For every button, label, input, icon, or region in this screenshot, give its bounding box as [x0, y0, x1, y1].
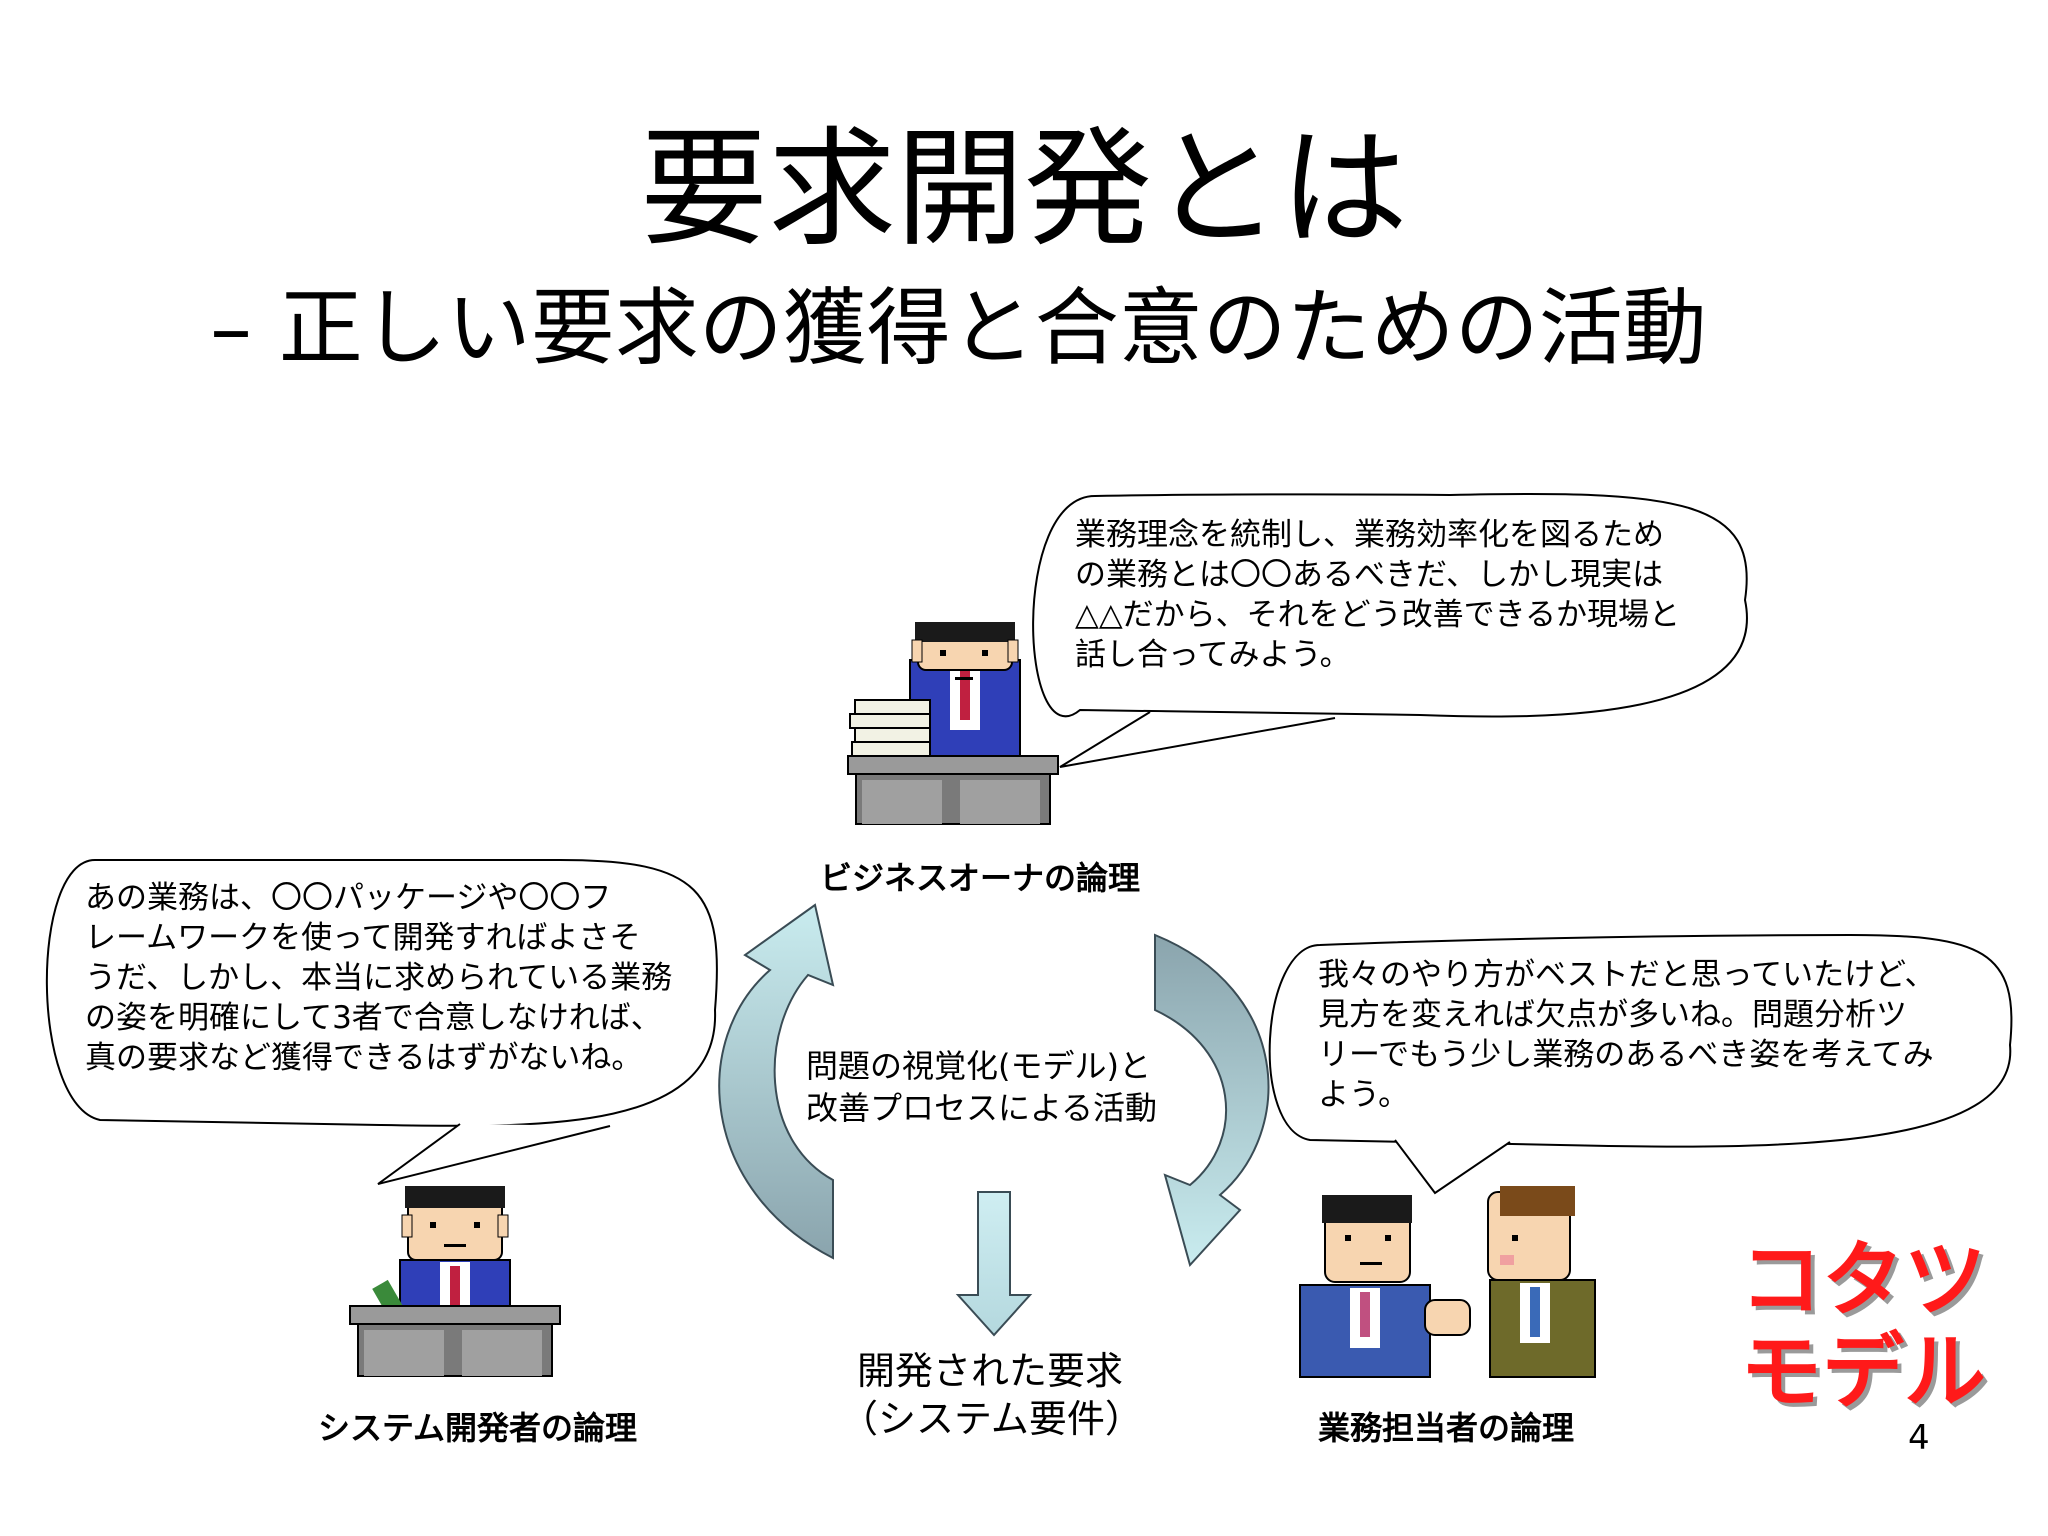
speech-bubble-business-owner-tail	[1059, 711, 1336, 768]
speech-bubble-system-developer-tail	[377, 1123, 611, 1185]
cycle-arrow-right-icon	[1154, 933, 1270, 1268]
business-staff-figures-icon	[1299, 1186, 1596, 1378]
activity-description: 問題の視覚化(モデル)と 改善プロセスによる活動	[806, 1047, 1158, 1127]
page-subtitle: – 正しい要求の獲得と合意のための活動	[210, 279, 1707, 377]
system-developer-label: システム開発者の論理	[318, 1409, 638, 1447]
page-title: 要求開発とは	[639, 115, 1408, 264]
speech-bubble-business-staff-tail	[1394, 1139, 1511, 1195]
business-staff-label: 業務担当者の論理	[1318, 1409, 1575, 1447]
speech-bubble-business-owner	[1032, 492, 1748, 718]
cycle-arrow-left-icon	[718, 903, 835, 1260]
business-owner-figure-icon	[847, 622, 1059, 825]
system-developer-speech: あの業務は、〇〇パッケージや〇〇フ レームワークを使って開発すればよさそ うだ、…	[85, 880, 673, 1076]
developed-requirements-label: 開発された要求 （システム要件）	[840, 1349, 1143, 1441]
kotatsu-model-logo: コタツ モデル	[1740, 1233, 1987, 1420]
business-owner-label: ビジネスオーナの論理	[820, 859, 1141, 897]
speech-bubble-system-developer	[45, 859, 718, 1127]
system-developer-figure-icon	[349, 1186, 561, 1377]
business-owner-speech: 業務理念を統制し、業務効率化を図るため の業務とは〇〇あるべきだ、しかし現実は …	[1075, 517, 1681, 673]
down-arrow-icon	[955, 1191, 1033, 1337]
business-staff-speech: 我々のやり方がベストだと思っていたけど、 見方を変えれば欠点が多いね。問題分析ツ…	[1318, 957, 1936, 1113]
speech-bubble-business-staff	[1268, 933, 2013, 1148]
page-number: 4	[1908, 1418, 1930, 1458]
